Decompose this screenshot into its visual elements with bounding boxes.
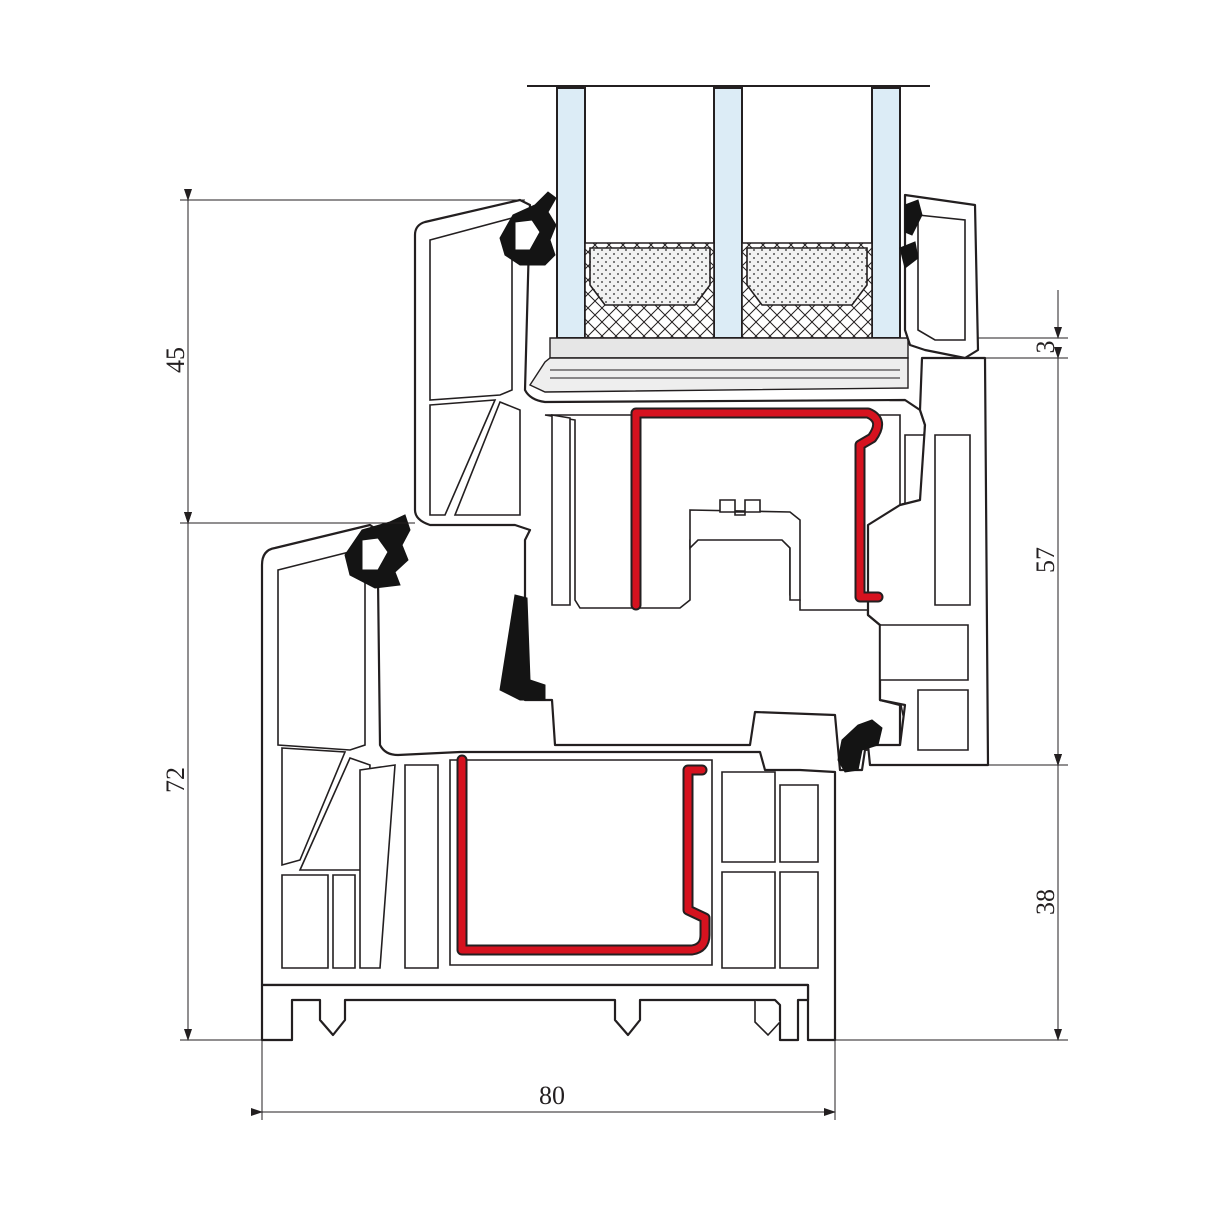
dim-total-depth: 80 <box>539 1081 565 1110</box>
dim-sash-depth: 57 <box>1031 547 1060 573</box>
glazing-unit <box>527 85 930 393</box>
dim-glazing-offset: 3 <box>1031 341 1060 354</box>
steel-reinforcement-sash <box>630 407 884 611</box>
frame-profile <box>260 356 990 1042</box>
glass-pane-outer <box>556 87 586 339</box>
glazing-block-bottom <box>528 357 909 393</box>
dimension-lines <box>180 189 1068 1120</box>
spacer-right <box>741 242 873 339</box>
dim-sash-height: 45 <box>161 347 190 373</box>
dim-frame-height: 72 <box>161 767 190 793</box>
gasket-inner <box>837 199 923 773</box>
gasket-center-seal <box>499 594 546 701</box>
gasket-frame-outer <box>344 514 411 589</box>
steel-reinforcement-frame <box>456 754 711 956</box>
spacer-left <box>584 242 715 339</box>
gasket-sash-outer <box>499 191 557 266</box>
glass-pane-inner <box>871 87 901 339</box>
glazing-block-top <box>549 337 909 359</box>
glazing-bead <box>903 193 980 360</box>
glass-pane-middle <box>713 87 743 339</box>
dim-frame-inner: 38 <box>1031 889 1060 915</box>
